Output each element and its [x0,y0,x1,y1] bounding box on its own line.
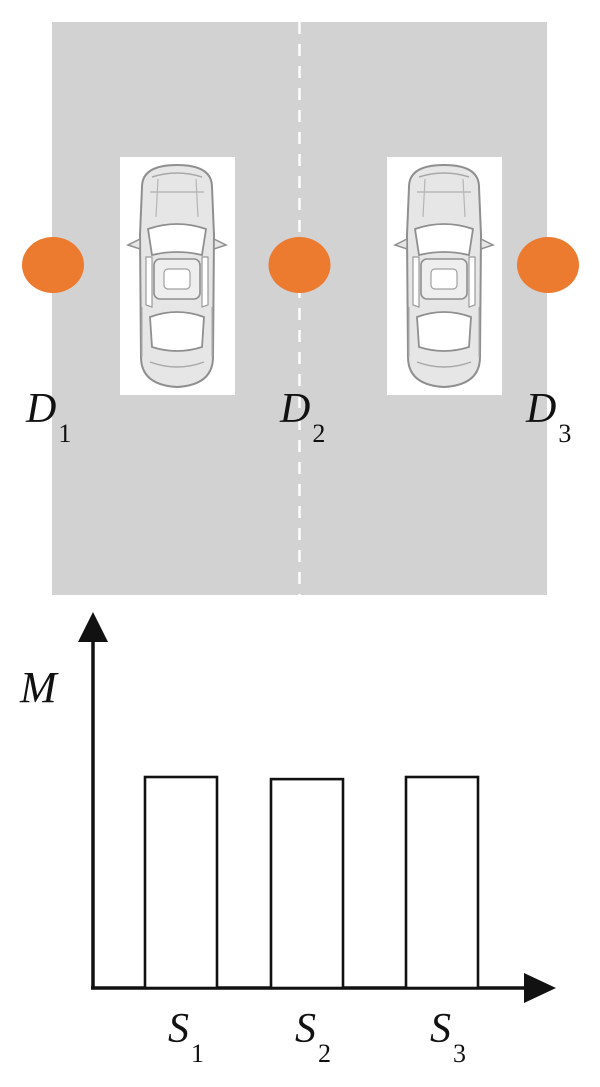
bar-s3 [404,775,480,990]
detector-label-d1: D1 [25,386,71,448]
car-2 [386,156,503,396]
detector-label-d3: D3 [525,386,571,448]
bar-label-s2: S2 [295,1006,331,1068]
y-axis-label: M [19,663,59,712]
bar-chart: M S1 S2 S3 [19,612,556,1068]
x-axis-arrow [524,973,556,1003]
detector-d2 [268,237,331,293]
y-axis-arrow [78,612,108,642]
detector-d3 [517,237,579,293]
bars [143,775,480,990]
detector-d1 [22,237,84,293]
road-section: D1 D2 D3 [22,22,579,595]
bar-s2 [269,777,345,990]
detector-label-d2: D2 [279,386,325,448]
bar-label-s3: S3 [430,1006,466,1068]
bar-label-s1: S1 [168,1006,204,1068]
car-1 [119,156,236,396]
bar-s1 [143,775,219,990]
